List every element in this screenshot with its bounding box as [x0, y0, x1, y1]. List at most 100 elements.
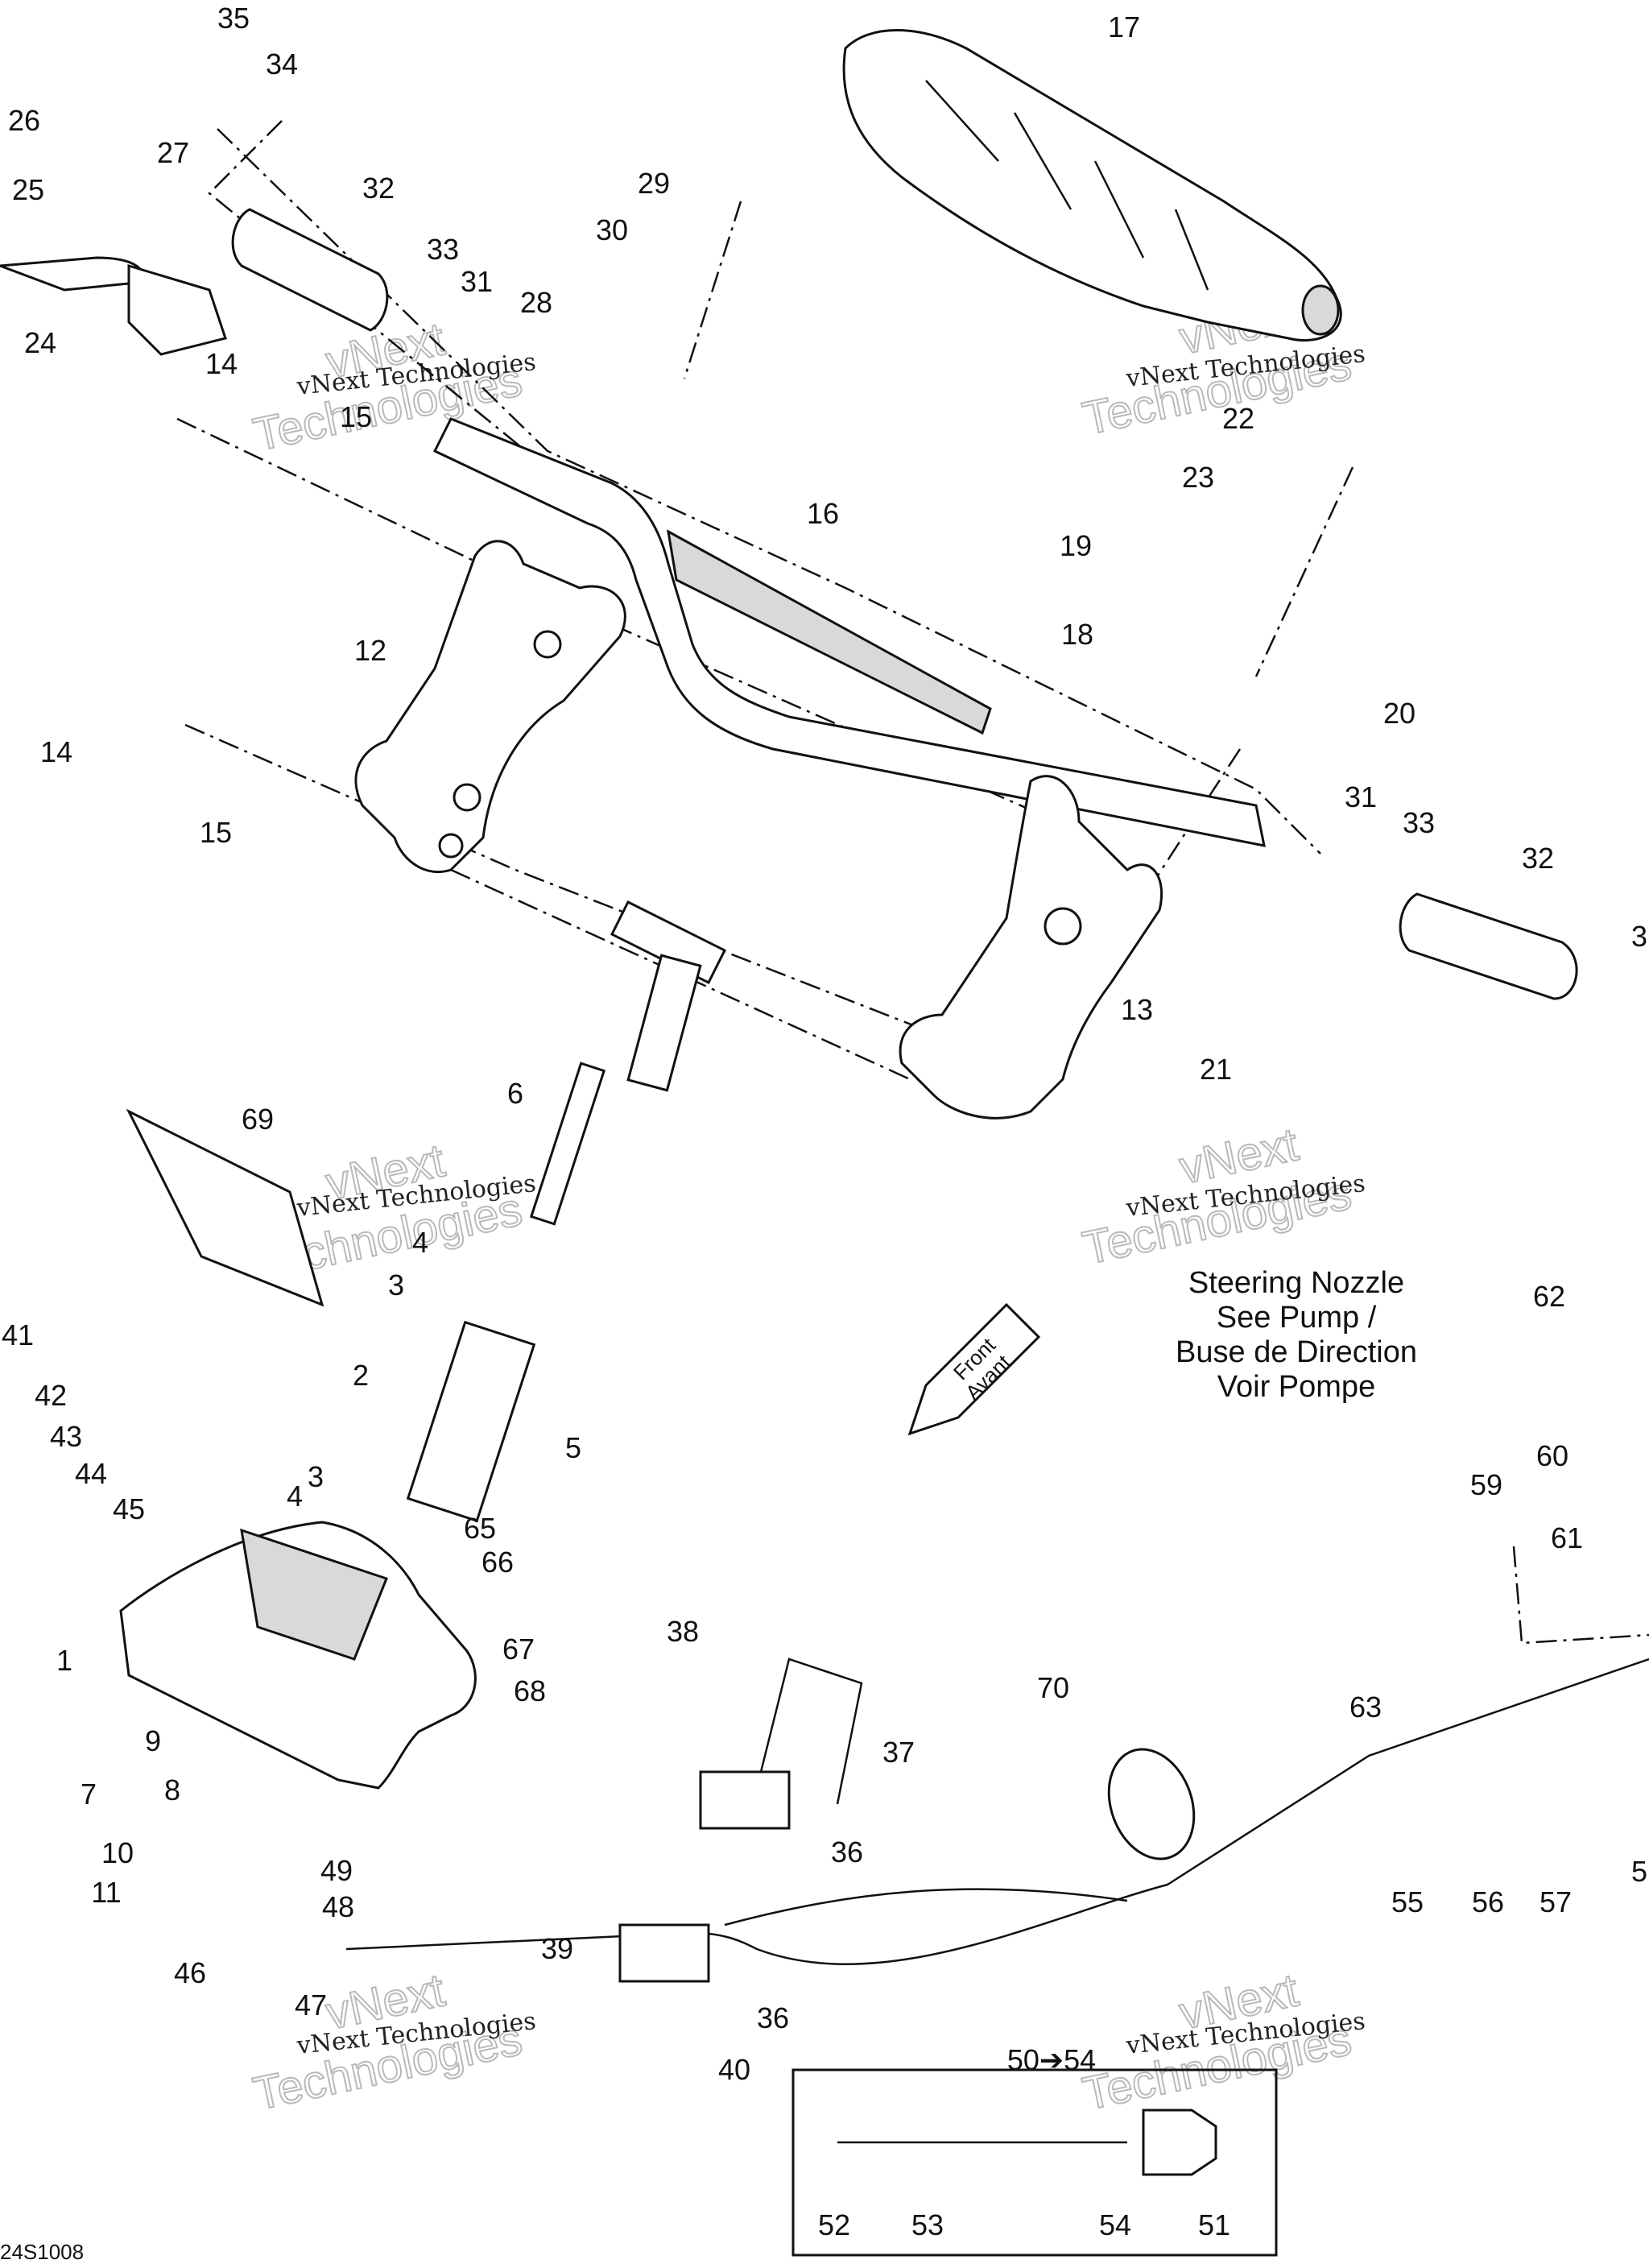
callout: 18	[1061, 618, 1093, 651]
callout: 52	[818, 2208, 850, 2241]
callout: 56	[1472, 1885, 1504, 1918]
part-cable-63	[345, 1658, 1649, 1965]
callout: 69	[242, 1103, 274, 1136]
callout: 16	[807, 497, 839, 530]
callout: 43	[50, 1420, 82, 1453]
callout: 26	[8, 104, 40, 137]
callout: 47	[295, 1989, 327, 2022]
callout: 54	[1099, 2208, 1131, 2241]
callout: 55	[1391, 1885, 1424, 1918]
callout: 20	[1383, 697, 1415, 730]
callout: 40	[718, 2053, 750, 2086]
part-lever-25	[0, 256, 227, 356]
callout: 10	[101, 1836, 134, 1869]
callout: 46	[174, 1956, 206, 1989]
callout: 6	[507, 1077, 523, 1110]
callout: 34	[266, 48, 298, 81]
note-line: See Pump /	[1217, 1301, 1377, 1335]
callout: 45	[113, 1492, 145, 1525]
callout: 37	[882, 1736, 915, 1769]
callout: 63	[1349, 1691, 1382, 1724]
part-steering-column-6	[406, 900, 727, 1523]
callout: 25	[12, 173, 44, 206]
callout: 66	[481, 1546, 514, 1579]
part-clamp-37	[755, 1658, 863, 1805]
callout: 31	[461, 265, 493, 298]
callout: 12	[354, 634, 386, 667]
callout: 30	[596, 213, 628, 246]
callout: 3	[1631, 920, 1647, 953]
callout: 51	[1198, 2208, 1230, 2241]
callout: 4	[287, 1480, 303, 1513]
screw-line-right	[1254, 466, 1354, 677]
callout: 24	[24, 326, 56, 359]
callout: 29	[638, 167, 670, 200]
part-cover-17	[842, 29, 1342, 342]
bar-axis-line	[217, 128, 1321, 855]
callout: 23	[1182, 461, 1214, 494]
callout: 27	[157, 136, 189, 169]
callout: 22	[1222, 402, 1254, 435]
figure-code: 24S1008	[0, 2240, 84, 2264]
part-grip-32-right	[1399, 892, 1578, 1000]
screw-line-left	[683, 201, 742, 379]
callout: 17	[1108, 10, 1140, 43]
callout: 4	[412, 1226, 428, 1259]
callout: 15	[200, 816, 232, 849]
callout: 14	[40, 735, 72, 768]
part-clamp-36	[618, 1770, 791, 1983]
callout: 53	[911, 2208, 944, 2241]
part-support-1	[119, 1521, 477, 1790]
callout: 33	[1403, 806, 1435, 839]
callout: 36	[831, 1836, 863, 1869]
callout: 57	[1539, 1885, 1572, 1918]
callout: 1	[56, 1644, 72, 1677]
callout: 33	[427, 233, 459, 266]
callout: 38	[667, 1615, 699, 1648]
callout: 42	[35, 1379, 67, 1412]
callout: 19	[1060, 529, 1092, 562]
callout: 28	[520, 286, 552, 319]
callout: 41	[2, 1318, 34, 1351]
callout: 13	[1121, 993, 1153, 1026]
callout: 68	[514, 1674, 546, 1707]
callout: 7	[81, 1778, 97, 1811]
callout: 2	[353, 1359, 369, 1392]
part-plate-69	[126, 1108, 324, 1307]
callout: 21	[1200, 1053, 1232, 1086]
callout: 3	[308, 1460, 324, 1493]
callout: 39	[541, 1932, 573, 1965]
nozzle-line	[1512, 1546, 1649, 1645]
watermark-group: vNext Technologies vNext Technologies vN…	[248, 288, 1366, 2121]
part-bracket-13	[899, 775, 1163, 1120]
callout: 14	[205, 347, 238, 380]
callout: 35	[217, 2, 250, 35]
callout: 31	[1345, 780, 1377, 813]
part-ring-70	[1107, 1748, 1196, 1860]
note-line: Voir Pompe	[1217, 1370, 1375, 1404]
callout: 32	[362, 172, 395, 205]
callout: 5	[565, 1431, 581, 1464]
note-line: Steering Nozzle	[1188, 1266, 1404, 1300]
callout: 62	[1533, 1280, 1565, 1313]
callout: 67	[502, 1633, 535, 1666]
callout: 36	[757, 2001, 789, 2034]
callout: 44	[75, 1457, 107, 1490]
callout: 11	[91, 1876, 121, 1909]
callout: 61	[1551, 1521, 1583, 1554]
part-handlebar-16	[432, 417, 1266, 847]
callout: 59	[1470, 1468, 1502, 1501]
part-cable-kit-box	[791, 2068, 1278, 2257]
callout: 48	[322, 1890, 354, 1923]
callout: 60	[1536, 1439, 1568, 1472]
note-line: Buse de Direction	[1176, 1335, 1417, 1369]
callout: 50➔54	[1007, 2043, 1096, 2076]
callout: 8	[164, 1773, 180, 1807]
part-grip-32-left	[231, 208, 389, 332]
grip-axis-line	[208, 120, 556, 476]
callout: 9	[145, 1724, 161, 1757]
part-bracket-12	[354, 540, 626, 874]
callout: 5	[1631, 1855, 1647, 1888]
